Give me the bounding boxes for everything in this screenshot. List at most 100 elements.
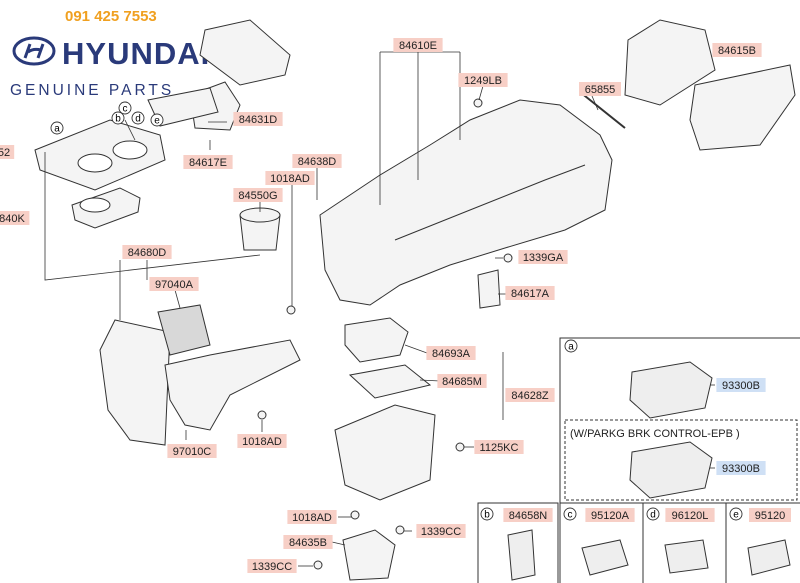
part-label-96120l: 96120L bbox=[665, 508, 715, 522]
part-label-84617a: 84617A bbox=[505, 286, 555, 300]
vent-97040a-drawing bbox=[157, 304, 211, 356]
part-label-text: 84693A bbox=[432, 348, 471, 360]
callout-circle bbox=[563, 507, 577, 521]
part-label-text: 1018AD bbox=[292, 512, 332, 524]
part-drawings bbox=[34, 19, 796, 581]
duct-97010c-drawing bbox=[164, 339, 301, 431]
part-label-box bbox=[247, 559, 297, 573]
callout-circle bbox=[118, 101, 132, 115]
part-label-text: 95120A bbox=[591, 510, 630, 522]
top-bracket-drawing bbox=[199, 19, 291, 86]
part-label-box bbox=[712, 43, 762, 57]
bracket-84617a-drawing bbox=[477, 269, 501, 309]
callout-letter: e bbox=[733, 510, 739, 521]
part-label-box bbox=[665, 508, 715, 522]
part-label-84628z: 84628Z bbox=[505, 388, 555, 402]
callout-a: a bbox=[564, 339, 578, 353]
brand-name: HYUNDAI bbox=[62, 36, 211, 71]
part-label-text: 84631D bbox=[239, 114, 278, 126]
part-label-84685m: 84685M bbox=[437, 374, 487, 388]
mat-84685m-drawing bbox=[348, 364, 432, 399]
callout-c: c bbox=[118, 101, 132, 115]
part-label-1018ad: 1018AD bbox=[287, 510, 337, 524]
part-label-1249lb: 1249LB bbox=[458, 73, 508, 87]
part-label-text: 1125KC bbox=[480, 442, 519, 454]
callout-circle bbox=[111, 111, 125, 125]
usb-96120l-drawing bbox=[664, 539, 709, 574]
part-label-box bbox=[233, 188, 283, 202]
part-label-65855: 65855 bbox=[579, 82, 621, 96]
part-label-box bbox=[579, 82, 621, 96]
part-label-text: 97010C bbox=[173, 446, 212, 458]
part-label-93300b: 93300B bbox=[716, 378, 766, 392]
rear-bracket-drawing bbox=[624, 19, 716, 106]
rod-65855 bbox=[579, 91, 626, 129]
part-label-box bbox=[716, 378, 766, 392]
part-label-84617e: 84617E bbox=[183, 155, 233, 169]
part-label-97040a: 97040A bbox=[149, 277, 199, 291]
part-label-box bbox=[237, 434, 287, 448]
callout-e: e bbox=[150, 113, 164, 127]
part-label-1018ad: 1018AD bbox=[237, 434, 287, 448]
part-label-84550g: 84550G bbox=[233, 188, 283, 202]
console-top-ridge bbox=[394, 164, 586, 241]
part-label-text: 1249LB bbox=[464, 75, 502, 87]
part-label-95120: 95120 bbox=[749, 508, 791, 522]
callout-b: b bbox=[111, 111, 125, 125]
part-label-text: 84628Z bbox=[511, 390, 549, 402]
part-label-text: 1018AD bbox=[270, 173, 310, 185]
callout-letter: d bbox=[650, 510, 656, 521]
rear-panel-drawing bbox=[689, 64, 796, 151]
part-label-text: 95120 bbox=[755, 510, 786, 522]
part-label-box bbox=[283, 535, 333, 549]
inset-panel-epb bbox=[564, 419, 798, 501]
part-label-text: 96120L bbox=[672, 510, 709, 522]
brand-block: 091 425 7553 HYUNDAI GENUINE PARTS bbox=[0, 0, 209, 125]
callout-letter: b bbox=[484, 510, 490, 521]
callout-circle bbox=[480, 507, 494, 521]
part-label-text: 52 bbox=[0, 147, 10, 159]
part-label-text: 93300B bbox=[722, 380, 760, 392]
bolt-1125kc bbox=[455, 442, 465, 452]
brand-tagline: GENUINE PARTS bbox=[10, 82, 175, 99]
callout-d: d bbox=[131, 111, 145, 125]
part-label-1018ad: 1018AD bbox=[265, 171, 315, 185]
epb-variant-label: (W/PARKG BRK CONTROL-EPB ) bbox=[570, 428, 740, 440]
inset-panel-b bbox=[477, 502, 559, 583]
inset-panel-e bbox=[725, 502, 800, 583]
part-label-box bbox=[474, 440, 524, 454]
part-label-box bbox=[585, 508, 635, 522]
socket-95120a-drawing bbox=[581, 539, 629, 576]
part-label-box bbox=[287, 510, 337, 524]
bracket-84635b-drawing bbox=[342, 529, 396, 581]
bolt-1339cc-a bbox=[395, 525, 405, 535]
front-panel-drawing bbox=[99, 319, 171, 446]
part-label-box bbox=[505, 388, 555, 402]
callout-c: c bbox=[563, 507, 577, 521]
part-label-text: 84550G bbox=[238, 190, 277, 202]
bolt-1339ga bbox=[503, 253, 513, 263]
part-label-84615b: 84615B bbox=[712, 43, 762, 57]
part-label-84638d: 84638D bbox=[292, 154, 342, 168]
part-label-text: 1339CC bbox=[252, 561, 292, 573]
part-label-text: 1339GA bbox=[523, 252, 564, 264]
part-label-box bbox=[233, 112, 283, 126]
cup-ring-right bbox=[112, 140, 148, 160]
part-label-text: 84638D bbox=[298, 156, 337, 168]
socket-95120-drawing bbox=[747, 539, 791, 576]
callout-d: d bbox=[646, 507, 660, 521]
part-label-box bbox=[292, 154, 342, 168]
callout-circle bbox=[50, 121, 64, 135]
part-label-1339ga: 1339GA bbox=[518, 250, 568, 264]
part-label-box bbox=[183, 155, 233, 169]
part-label-text: 1018AD bbox=[242, 436, 282, 448]
callout-letter: e bbox=[154, 116, 160, 127]
part-label-95120a: 95120A bbox=[585, 508, 635, 522]
callout-letter: d bbox=[135, 114, 141, 125]
part-label-box bbox=[122, 245, 172, 259]
cup-ring-left bbox=[77, 153, 113, 173]
callout-e: e bbox=[729, 507, 743, 521]
part-label-1125kc: 1125KC bbox=[474, 440, 524, 454]
callout-circle bbox=[131, 111, 145, 125]
